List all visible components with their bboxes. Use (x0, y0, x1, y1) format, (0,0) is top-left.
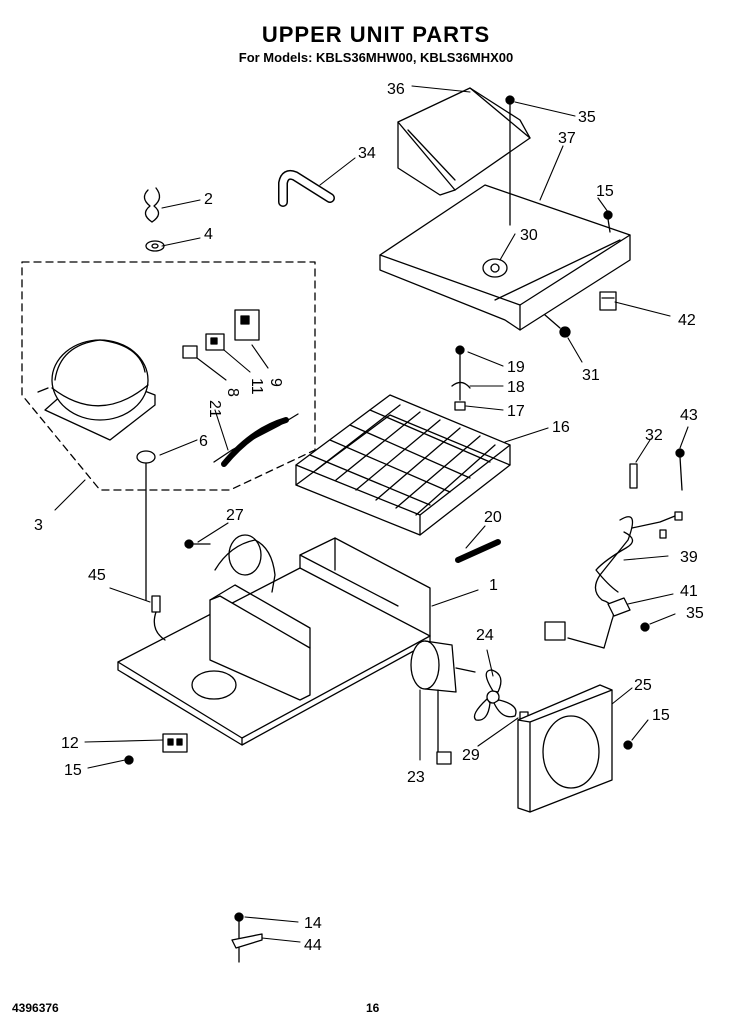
part-37-top-plate (379, 184, 631, 331)
part-11-overload (205, 333, 225, 351)
callout-leaders (54, 85, 689, 943)
page-title: UPPER UNIT PARTS (261, 22, 491, 47)
callout-41: 41 (680, 583, 698, 600)
model-subtitle: For Models: KBLS36MHW00, KBLS36MHX00 (238, 50, 514, 65)
part-1-base-pan (117, 534, 431, 746)
callout-25: 25 (634, 677, 652, 694)
callout-29: 29 (462, 747, 480, 764)
callout-15b: 15 (652, 707, 670, 724)
part-14-screw (234, 912, 244, 939)
callout-30: 30 (520, 227, 538, 244)
part-34-tube (278, 169, 335, 207)
part-41-clamp (607, 597, 631, 617)
part-12-connector (162, 733, 188, 753)
callout-labels: 36 35 37 34 2 15 4 30 42 31 9 11 8 19 18… (34, 81, 704, 954)
part-16-condenser (295, 394, 511, 536)
callout-43: 43 (680, 407, 698, 424)
callout-45: 45 (88, 567, 106, 584)
callout-31: 31 (582, 367, 600, 384)
part-8-relay (182, 345, 198, 359)
callout-20: 20 (484, 509, 502, 526)
part-15-screw-lower-left (124, 755, 134, 765)
document-number: 4396376 (12, 1001, 59, 1015)
callout-14: 14 (304, 915, 322, 932)
callout-9: 9 (267, 378, 284, 387)
part-3-assembly-outline (21, 261, 316, 491)
callout-36: 36 (387, 81, 405, 98)
part-23-fan-motor (410, 640, 476, 765)
part-15-screw-lower-right (623, 740, 633, 750)
part-36-cover (397, 87, 531, 196)
callout-15: 15 (596, 183, 614, 200)
callout-24: 24 (476, 627, 494, 644)
part-19-screw (455, 345, 465, 401)
part-42-connector (599, 291, 617, 311)
callout-11: 11 (248, 378, 265, 395)
callout-34: 34 (358, 145, 376, 162)
part-45-harness (151, 595, 166, 641)
compressor (37, 339, 156, 441)
part-18-wire (451, 381, 471, 389)
part-31-screw (544, 314, 571, 338)
part-6-grommet (136, 450, 156, 601)
part-25-shroud (517, 684, 613, 813)
part-32-pin (629, 463, 638, 489)
part-2-clip (143, 187, 161, 223)
callout-12: 12 (61, 735, 79, 752)
callout-17: 17 (507, 403, 525, 420)
callout-27: 27 (226, 507, 244, 524)
callout-4: 4 (204, 226, 213, 243)
page-number: 16 (366, 1001, 380, 1015)
callout-42: 42 (678, 312, 696, 329)
callout-1: 1 (489, 577, 498, 594)
part-43-screw (675, 448, 685, 491)
callout-18: 18 (507, 379, 525, 396)
callout-23: 23 (407, 769, 425, 786)
callout-32: 32 (645, 427, 663, 444)
part-27-screw (184, 539, 211, 549)
callout-2: 2 (204, 191, 213, 208)
callout-37: 37 (558, 130, 576, 147)
part-24-fan-blade (473, 669, 517, 721)
part-20-sensor (455, 539, 501, 563)
callout-44: 44 (304, 937, 322, 954)
callout-39: 39 (680, 549, 698, 566)
callout-3: 3 (34, 517, 43, 534)
callout-16: 16 (552, 419, 570, 436)
callout-6: 6 (199, 433, 208, 450)
part-4-grommet (145, 240, 165, 252)
part-21-drier (213, 413, 299, 467)
callout-15c: 15 (64, 762, 82, 779)
part-17-clip (454, 401, 466, 411)
part-39-power-cord (544, 511, 683, 649)
callout-21: 21 (206, 400, 223, 418)
part-44-clip (231, 933, 263, 963)
part-35-screw-lower (640, 622, 650, 632)
callout-8: 8 (224, 388, 241, 397)
callout-35b: 35 (686, 605, 704, 622)
callout-35: 35 (578, 109, 596, 126)
part-35-screw-top (505, 95, 515, 226)
callout-19: 19 (507, 359, 525, 376)
part-9-starter (234, 309, 260, 341)
part-15-screw-upper (603, 210, 613, 233)
